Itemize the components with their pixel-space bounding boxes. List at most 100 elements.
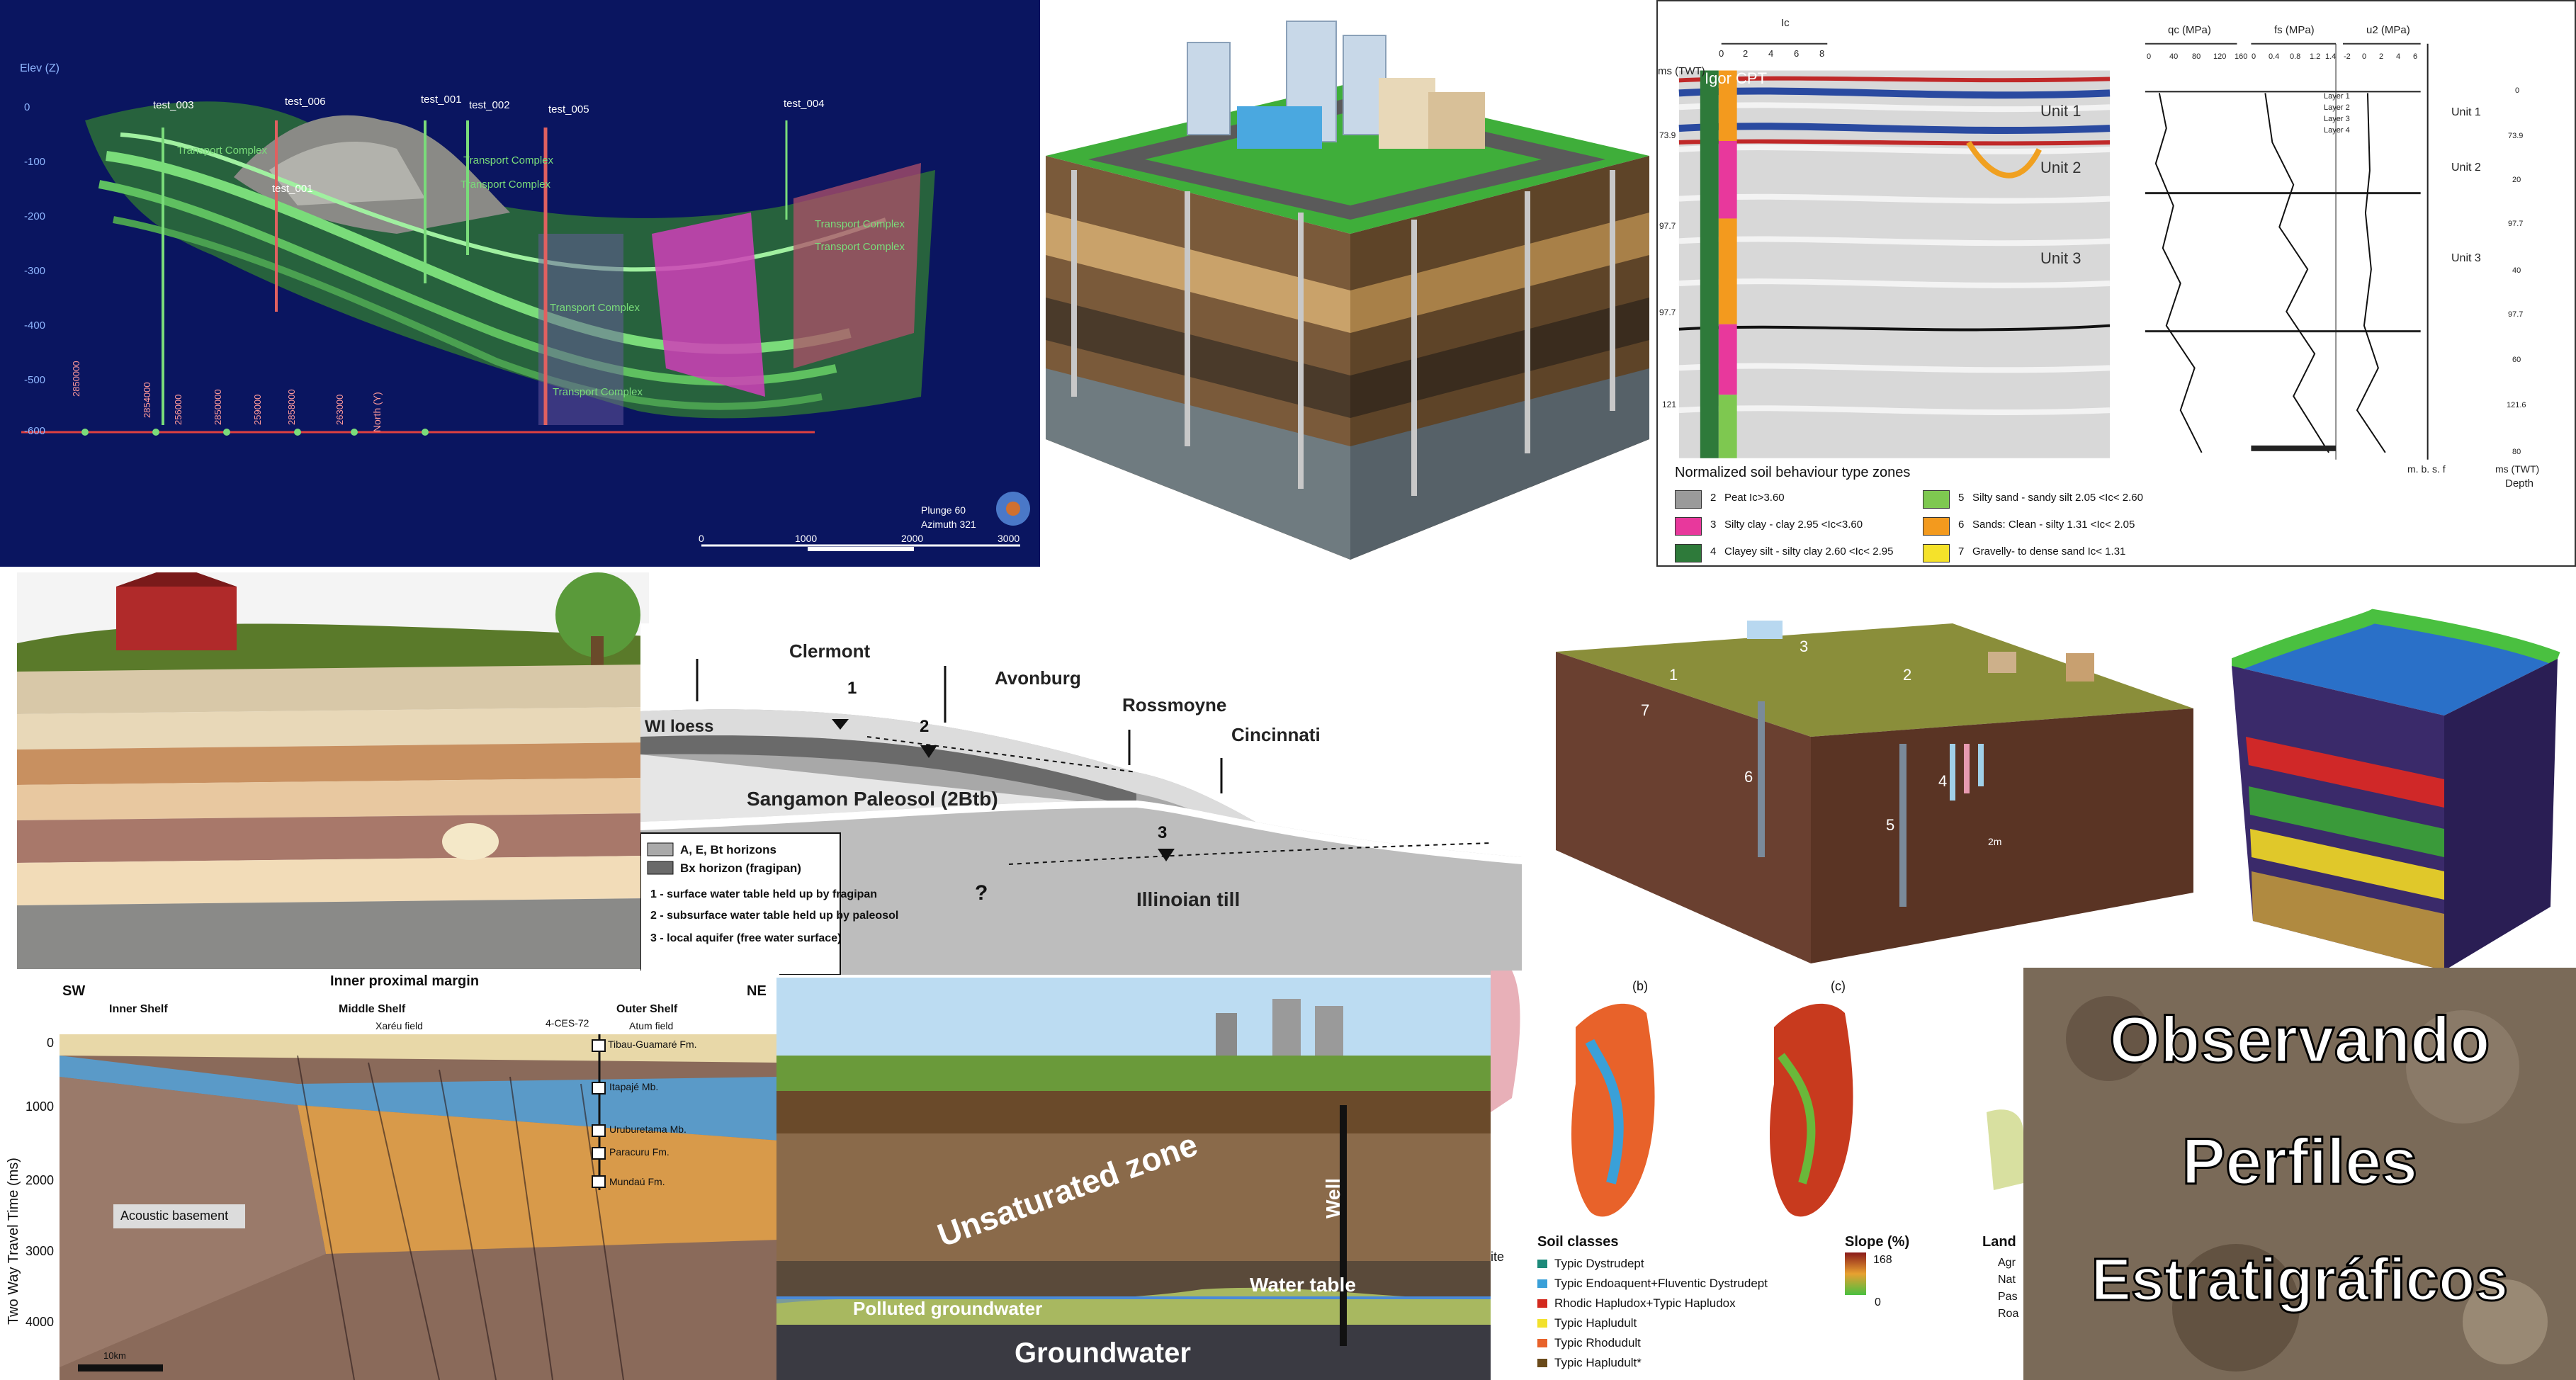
- complex-label: Transport Complex: [553, 386, 643, 398]
- seismic-unit-label: Unit 2: [2040, 159, 2081, 176]
- site-number: 1: [1669, 666, 1678, 684]
- elev-tick: 0: [24, 101, 30, 113]
- well-label: test_004: [784, 98, 825, 110]
- town-label: Cincinnati: [1231, 724, 1321, 745]
- title-card-panel: Observando Perfiles Estratigráficos: [2023, 968, 2576, 1380]
- soil-legend-item: 2 Peat Ic>3.60: [1675, 487, 1902, 511]
- formation-label: Itapajé Mb.: [609, 1081, 659, 1092]
- elev-tick: -500: [24, 374, 46, 386]
- seismic-depth-tick: 97.7: [1659, 307, 1676, 317]
- qc-tick: 80: [2192, 52, 2201, 61]
- soil-legend-item: 4 Clayey silt - silty clay 2.60 <Ic< 2.9…: [1675, 541, 1902, 565]
- legend-number: 7: [1958, 545, 1965, 558]
- soil-map-panel: (b) (c) ite Soil classes Typic Dystrudep…: [1491, 971, 2023, 1380]
- u2-tick: 6: [2413, 52, 2418, 61]
- section-title: Inner proximal margin: [330, 973, 480, 989]
- well-label: test_001: [272, 183, 313, 195]
- depth-tick: 121.6: [2507, 401, 2526, 409]
- slope-min: 0: [1875, 1296, 1881, 1308]
- u2-axis-label: u2 (MPa): [2366, 24, 2410, 36]
- polluted-groundwater-label: Polluted groundwater: [853, 1298, 1043, 1319]
- cpt-label: Igor CPT: [1705, 69, 1768, 87]
- elev-tick: -400: [24, 319, 46, 332]
- soil-class-item: Rhodic Hapludox+Typic Hapludox: [1537, 1295, 1821, 1313]
- land-item: Roa: [1998, 1308, 2019, 1320]
- fs-tick: 0.8: [2290, 52, 2301, 61]
- north-tick: 259000: [252, 394, 263, 425]
- depth-tick: 80: [2512, 448, 2521, 456]
- slope-max: 168: [1873, 1254, 1892, 1266]
- soil-class-label: Typic Rhodudult: [1554, 1336, 1641, 1350]
- legend-swatch: [1675, 544, 1702, 562]
- legend-entry: 2 - subsurface water table held up by pa…: [650, 910, 899, 922]
- site-number: 6: [1744, 768, 1753, 786]
- land-item: Nat: [1998, 1274, 2016, 1286]
- y-tick: 2000: [26, 1173, 55, 1187]
- legend-number: 5: [1958, 492, 1965, 504]
- complex-label: Transport Complex: [550, 302, 640, 314]
- soil-class-item: Typic Hapludult: [1537, 1315, 1821, 1333]
- qc-tick: 40: [2169, 52, 2179, 61]
- complex-label: Transport Complex: [815, 218, 905, 230]
- field-label: Xaréu field: [375, 1020, 423, 1031]
- clermont-profile-panel: Clermont Avonburg Rossmoyne Cincinnati 1…: [640, 623, 1522, 975]
- terrain-cube-illustration: [2232, 609, 2560, 971]
- cpt-unit-label: Unit 1: [2451, 106, 2481, 118]
- legend-label: Peat Ic>3.60: [1724, 492, 1785, 504]
- legend-number: 4: [1710, 545, 1717, 558]
- terrain-cube-panel: [2232, 595, 2565, 971]
- map-label-c: (c): [1831, 979, 1846, 993]
- complex-label: Transport Complex: [815, 241, 905, 253]
- map-label-b: (b): [1632, 979, 1648, 993]
- seismic-shelf-panel: Inner proximal margin SW NE Inner Shelf …: [0, 971, 779, 1380]
- town-label: Clermont: [789, 640, 871, 662]
- soil-class-label: Typic Hapludult*: [1554, 1356, 1642, 1369]
- sw-label: SW: [62, 983, 86, 999]
- well-label: 4-CES-72: [546, 1017, 589, 1029]
- legend-label: Silty sand - sandy silt 2.05 <Ic< 2.60: [1972, 492, 2143, 504]
- complex-label: Transport Complex: [461, 179, 550, 191]
- fs-tick: 1.4: [2325, 52, 2337, 61]
- town-label: Rossmoyne: [1122, 694, 1227, 716]
- well-label: test_003: [153, 99, 194, 111]
- field-label: Atum field: [629, 1020, 674, 1031]
- legend-entry: A, E, Bt horizons: [680, 843, 776, 856]
- well-label: test_005: [548, 103, 589, 115]
- soil-class-item: Typic Rhodudult: [1537, 1335, 1821, 1353]
- ms-twt-label: ms (TWT): [2495, 463, 2540, 475]
- scale-tick: 3000: [998, 533, 1020, 544]
- scale-tick: 2000: [901, 533, 924, 544]
- cpt-unit-label: Unit 2: [2451, 162, 2481, 174]
- soil-class-item: Typic Dystrudept: [1537, 1255, 1821, 1274]
- legend-entry: 1 - surface water table held up by fragi…: [650, 888, 878, 900]
- soil-class-label: Typic Dystrudept: [1554, 1257, 1644, 1270]
- soil-legend-item: 3 Silty clay - clay 2.95 <Ic<3.60: [1675, 514, 1902, 538]
- depth-tick: 97.7: [2508, 220, 2524, 228]
- ms-twt-label: ms (TWT): [1658, 65, 1705, 77]
- ic-axis-label: Ic: [1781, 17, 1790, 29]
- depth-tick: 97.7: [2508, 310, 2524, 319]
- elev-tick: -600: [24, 425, 46, 437]
- y-tick: 3000: [26, 1244, 55, 1258]
- u2-tick: 4: [2396, 52, 2401, 61]
- depth-label: Depth: [2505, 477, 2534, 490]
- plunge-readout: Plunge 60: [921, 504, 966, 516]
- landscape-block-illustration: [1556, 621, 2193, 963]
- ne-label: NE: [747, 983, 767, 999]
- scale-label: 10km: [103, 1350, 126, 1361]
- soil-class-item: Typic Hapludult*: [1537, 1354, 1821, 1373]
- site-number: 2: [1903, 666, 1912, 684]
- land-title: Land: [1982, 1234, 2016, 1250]
- marker-number: 3: [1158, 823, 1168, 842]
- cpt-layer-label: Layer 4: [2324, 126, 2350, 135]
- depth-tick: 60: [2512, 356, 2521, 364]
- legend-swatch: [1923, 544, 1950, 562]
- question-mark: ?: [975, 881, 988, 905]
- soil-classes-title: Soil classes: [1537, 1234, 1619, 1250]
- soil-class-swatch: [1537, 1299, 1547, 1308]
- water-table-label: Water table: [1250, 1274, 1356, 1296]
- landscape-block-panel: 1 2 3 4 5 6 7 2m: [1556, 609, 2205, 963]
- ic-tick: 4: [1768, 48, 1774, 59]
- seismic-unit-label: Unit 1: [2040, 102, 2081, 120]
- fs-tick: 0.4: [2269, 52, 2280, 61]
